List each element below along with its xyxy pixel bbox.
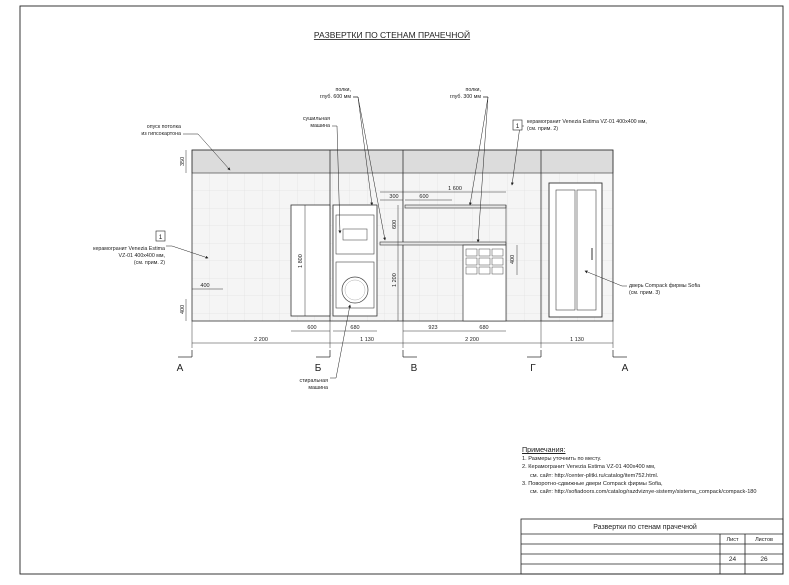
title-block — [520, 518, 784, 575]
lower-shelf — [379, 241, 507, 246]
axis-label-a-start: А — [177, 363, 184, 374]
note-line: см. сайт: http://sofiadoors.com/catalog/… — [530, 489, 757, 496]
axis-label-b: Б — [315, 363, 322, 374]
dim-1600: 1 600 — [448, 186, 462, 192]
axis-label-d: Г — [530, 363, 536, 374]
axis-label-c: В — [411, 363, 418, 374]
dim-350: 350 — [180, 157, 186, 166]
callout-number-right: 1 — [516, 123, 520, 130]
label-door-2: (см. прим. 3) — [629, 290, 660, 296]
label-dryer-2: машина — [310, 123, 330, 129]
washer — [335, 261, 375, 309]
label-shelves-300-2: глуб. 300 мм — [450, 94, 482, 100]
label-shelves-600-2: глуб. 600 мм — [320, 94, 352, 100]
dim-300: 300 — [389, 194, 398, 200]
callout-box-right — [512, 119, 523, 131]
axis-label-a-end: А — [622, 363, 629, 374]
dim-600: 600 — [307, 325, 316, 331]
label-dryer-1: сушильная — [303, 116, 330, 122]
washer-door — [341, 276, 369, 304]
drawer — [491, 266, 504, 275]
label-ceiling-drop-2: из гипсокартона — [141, 131, 181, 137]
drawer — [491, 257, 504, 266]
label-shelves-600-1: полки, — [335, 87, 351, 93]
washer-door-inner — [344, 279, 366, 301]
dim-400-tile: 400 — [200, 283, 209, 289]
door-leaf-left — [555, 189, 576, 311]
dim-1200: 1 200 — [392, 273, 398, 287]
shelf-dimensions — [192, 191, 506, 290]
door-leaf-right — [576, 189, 597, 311]
dim-680-a: 680 — [350, 325, 359, 331]
label-tile-left-3: (см. прим. 2) — [134, 260, 165, 266]
sheet-frame — [19, 5, 784, 575]
dim-1800: 1 800 — [298, 254, 304, 268]
drawer — [478, 248, 491, 257]
drawer — [465, 248, 478, 257]
drawer — [491, 248, 504, 257]
label-door-1: дверь Compack фирмы Sofia — [629, 283, 700, 289]
dim-1130-a: 1 130 — [360, 337, 374, 343]
label-tile-left-2: VZ-01 400x400 мм, — [119, 253, 165, 259]
label-tile-right-2: (см. прим. 2) — [527, 126, 558, 132]
label-washer-2: машина — [308, 385, 328, 391]
dryer-window — [342, 228, 368, 241]
note-line: 2. Керамогранит Venezia Estima VZ-01 400… — [522, 464, 656, 471]
notes-block: Примечания: 1. Размеры уточнить по месту… — [522, 445, 784, 496]
vertical-dimensions — [185, 150, 518, 321]
drawer — [465, 257, 478, 266]
tall-cabinet — [290, 204, 331, 317]
label-tile-right-1: керамогранит Venezia Estima VZ-01 400x40… — [527, 119, 647, 125]
ceiling-drop — [191, 149, 614, 174]
dim-400-left: 400 — [180, 305, 186, 314]
leader-lines — [166, 96, 627, 379]
dim-600-vertical: 600 — [392, 220, 398, 229]
upper-shelf — [404, 204, 507, 209]
dim-2200-b: 2 200 — [465, 337, 479, 343]
door-frame — [548, 182, 603, 318]
note-line: 3. Поворотно-сдвижные двери Compack фирм… — [522, 480, 663, 487]
drawing-title: РАЗВЕРТКИ ПО СТЕНАМ ПРАЧЕЧНОЙ — [314, 29, 470, 40]
dim-400-right: 400 — [510, 255, 516, 264]
wall-outline — [191, 149, 614, 322]
drawer — [478, 257, 491, 266]
dim-2200-a: 2 200 — [254, 337, 268, 343]
drawer — [478, 266, 491, 275]
axis-lines — [178, 350, 627, 358]
title-block-sheet: 24 — [729, 556, 737, 563]
label-washer-1: стиральная — [299, 378, 328, 384]
notes-title: Примечания: — [522, 445, 566, 454]
label-shelves-300-1: полки, — [465, 87, 481, 93]
title-block-sheets: 26 — [760, 556, 768, 563]
annotations: опуск потолка из гипсокартона сушильная … — [93, 87, 700, 391]
note-line: см. сайт: http://center-plitki.ru/catalo… — [530, 472, 659, 479]
dim-923: 923 — [428, 325, 437, 331]
callout-box-left — [155, 230, 166, 242]
dim-680-b: 680 — [479, 325, 488, 331]
label-tile-left-1: керамогранит Venezia Estima — [93, 246, 165, 252]
label-ceiling-drop-1: опуск потолка — [147, 124, 181, 130]
note-line: 1. Размеры уточнить по месту. — [522, 456, 602, 463]
elevation — [191, 149, 614, 322]
title-block-name: Развертки по стенам прачечной — [593, 523, 697, 531]
dim-1130-b: 1 130 — [570, 337, 584, 343]
drawer — [465, 266, 478, 275]
bottom-dimensions — [191, 321, 614, 348]
callout-number-left: 1 — [159, 234, 163, 241]
title-block-sheet-label: Лист — [727, 537, 739, 543]
dim-600-shelf: 600 — [419, 194, 428, 200]
title-block-sheets-label: Листов — [755, 537, 773, 543]
drawers-unit — [462, 244, 507, 322]
dryer — [335, 214, 375, 255]
